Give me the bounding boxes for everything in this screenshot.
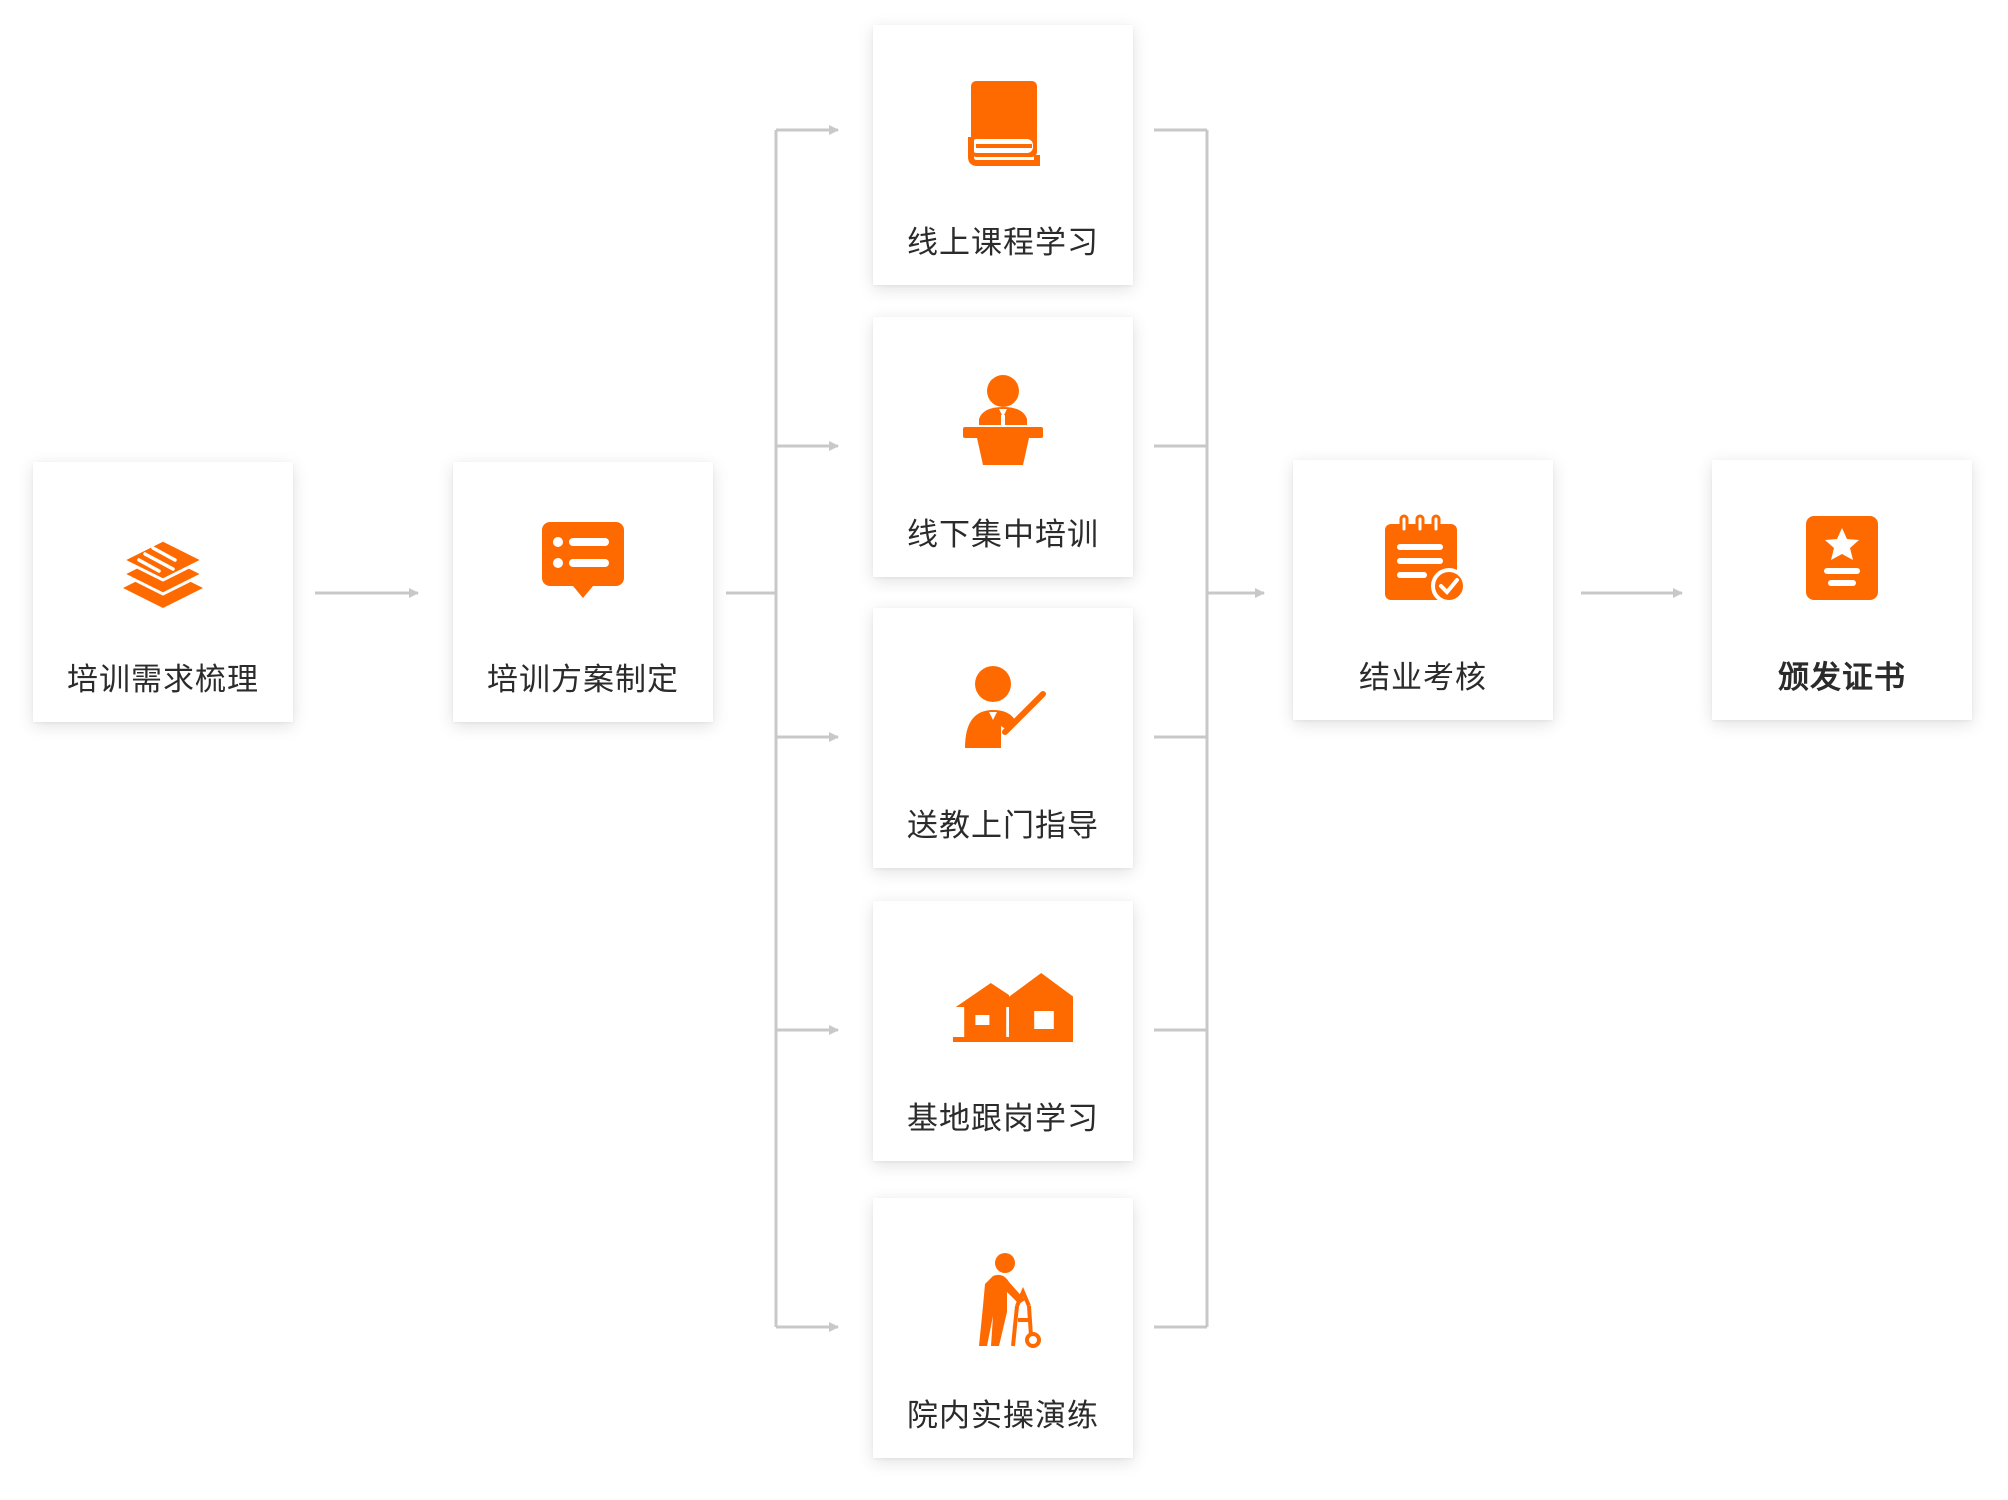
houses-icon [953,973,1073,1042]
list-chat-icon [542,522,624,598]
teacher-pointer-icon [965,666,1046,748]
step-needs: 培训需求梳理 [33,462,293,722]
step-label: 培训需求梳理 [67,662,259,698]
step-onsite: 送教上门指导 [873,608,1133,868]
step-plan: 培训方案制定 [453,462,713,722]
certificate-icon [1806,516,1878,600]
step-label: 培训方案制定 [487,662,679,698]
step-label: 结业考核 [1359,660,1487,696]
step-label: 基地跟岗学习 [907,1101,1099,1137]
step-label: 线上课程学习 [907,225,1099,261]
step-practice: 院内实操演练 [873,1198,1133,1458]
step-offline: 线下集中培训 [873,317,1133,577]
book-icon [968,81,1040,166]
step-label: 送教上门指导 [907,808,1099,844]
step-label: 线下集中培训 [907,517,1099,553]
step-exam: 结业考核 [1293,460,1553,720]
checklist-icon [1385,514,1467,604]
step-online: 线上课程学习 [873,25,1133,285]
step-cert: 颁发证书 [1712,460,1972,720]
lecturer-icon [963,375,1043,465]
step-label: 院内实操演练 [907,1398,1099,1434]
step-base: 基地跟岗学习 [873,901,1133,1161]
stacked-layers-icon [119,538,207,608]
walker-person-icon [979,1253,1041,1348]
step-label: 颁发证书 [1778,660,1906,696]
